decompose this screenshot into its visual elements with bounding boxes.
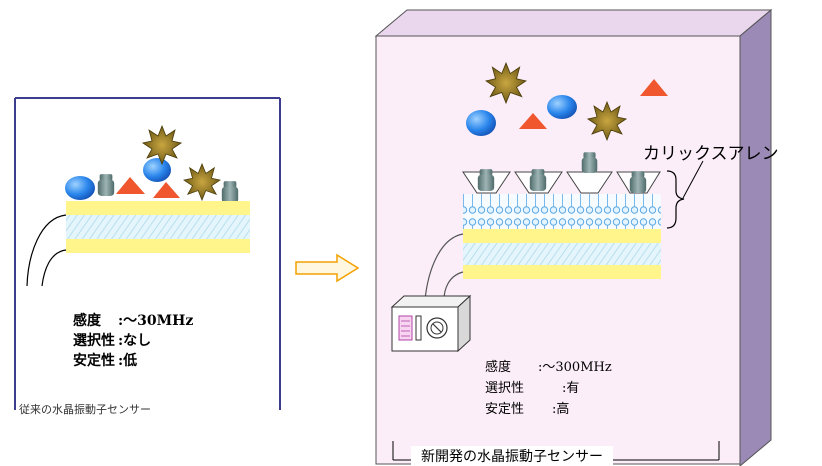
transition-arrow (295, 253, 360, 283)
old-selectivity-value: :なし (118, 333, 152, 349)
old-stability-value: :低 (118, 353, 138, 369)
sphere-molecule (547, 95, 577, 119)
old-sensor-panel (14, 97, 281, 410)
old-molecules (65, 125, 239, 203)
calixarene-label: カリックスアレン (643, 144, 779, 164)
new-sensor-caption: 新開発の水晶振動子センサー (411, 446, 613, 466)
lead-wire (26, 214, 67, 287)
sphere-molecule (143, 158, 171, 182)
top-electrode (66, 201, 250, 215)
lead-wire (41, 249, 67, 287)
new-selectivity-label: 選択性 (485, 381, 525, 396)
sphere-molecule (466, 110, 496, 136)
lipid-bilayer (463, 194, 661, 230)
triangle-molecule (640, 79, 668, 96)
new-stability-value: :高 (552, 402, 570, 417)
old-stability-label: 安定性 (73, 353, 115, 369)
receptor-cup (529, 169, 547, 191)
top-electrode (463, 229, 661, 243)
oscillator-device (390, 294, 472, 353)
receptor-cup (581, 152, 598, 173)
quartz-crystal (66, 215, 250, 239)
star-molecule (183, 163, 221, 201)
new-crystal-stack (424, 194, 661, 301)
display-icon (398, 315, 413, 341)
old-selectivity-label: 選択性 (73, 333, 115, 349)
triangle-molecule (519, 113, 547, 129)
new-sensitivity-label: 感度 (485, 360, 512, 375)
lead-wire (424, 233, 464, 301)
triangle-molecule (153, 182, 180, 198)
old-sensitivity-label: 感度 (73, 313, 101, 329)
calixarene-receptors (462, 152, 661, 194)
new-selectivity-value: :有 (562, 381, 580, 396)
sphere-molecule (65, 176, 95, 200)
receptor-cup (477, 169, 495, 191)
receptor-cup (97, 174, 115, 196)
star-molecule (142, 125, 182, 165)
calixarene-bracket (666, 160, 704, 229)
receptor-cup (629, 171, 647, 193)
new-sensitivity-value: :～300MHz (538, 360, 612, 375)
new-stability-label: 安定性 (485, 402, 525, 417)
new-molecules (466, 62, 668, 141)
quartz-crystal (463, 243, 661, 265)
old-sensitivity-value: :～30MHz (118, 313, 194, 329)
receptor-cup (221, 181, 239, 203)
bottom-electrode (463, 265, 661, 279)
triangle-molecule (116, 177, 145, 194)
bottom-electrode (66, 239, 250, 253)
slider-icon (415, 315, 422, 341)
old-sensor-caption: 従来の水晶振動子センサー (19, 403, 151, 416)
old-crystal-stack (26, 201, 250, 287)
